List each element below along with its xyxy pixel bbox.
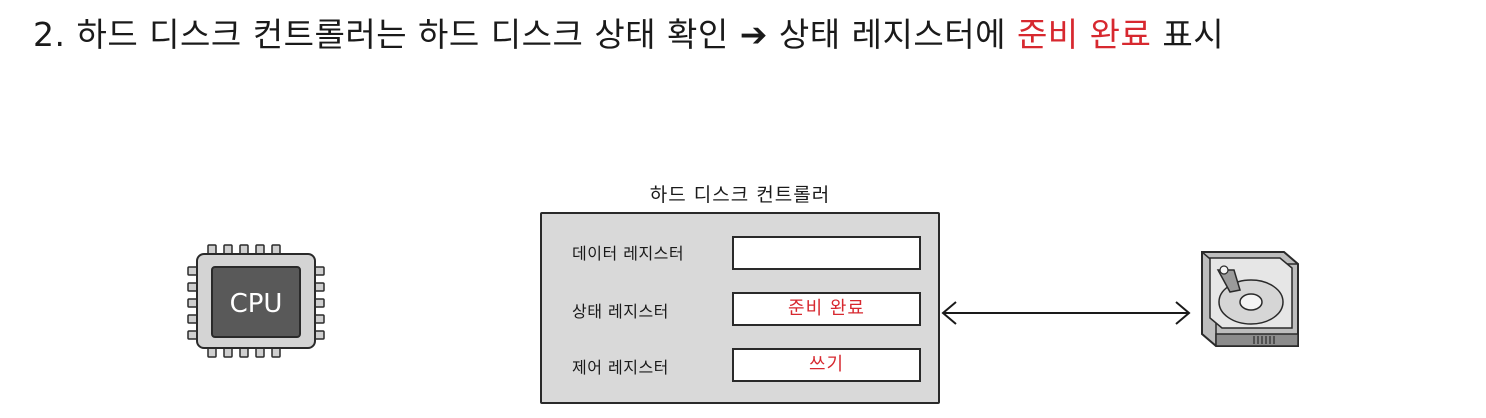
disk-controller-box: 데이터 레지스터 상태 레지스터 준비 완료 제어 레지스터 쓰기 xyxy=(540,212,940,404)
status-register-label: 상태 레지스터 xyxy=(572,302,669,321)
data-register-label: 데이터 레지스터 xyxy=(572,244,685,263)
title-prefix: 2. 하드 디스크 컨트롤러는 하드 디스크 상태 확인 xyxy=(33,15,729,54)
data-register-field xyxy=(732,236,921,270)
controller-title: 하드 디스크 컨트롤러 xyxy=(649,184,831,206)
title-suffix: 표시 xyxy=(1162,15,1225,54)
hard-disk-icon xyxy=(1201,251,1299,347)
page-title: 2. 하드 디스크 컨트롤러는 하드 디스크 상태 확인 ➔ 상태 레지스터에 … xyxy=(33,8,1224,56)
cpu-label: CPU xyxy=(230,289,283,319)
status-register-field: 준비 완료 xyxy=(732,292,921,326)
title-arrow: ➔ xyxy=(739,15,768,54)
double-arrow-icon xyxy=(941,301,1191,325)
control-register-field: 쓰기 xyxy=(732,348,921,382)
cpu-chip-icon: CPU xyxy=(187,244,325,358)
control-register-label: 제어 레지스터 xyxy=(572,358,669,377)
title-highlight: 준비 완료 xyxy=(1016,15,1152,54)
title-middle: 상태 레지스터에 xyxy=(778,15,1006,54)
